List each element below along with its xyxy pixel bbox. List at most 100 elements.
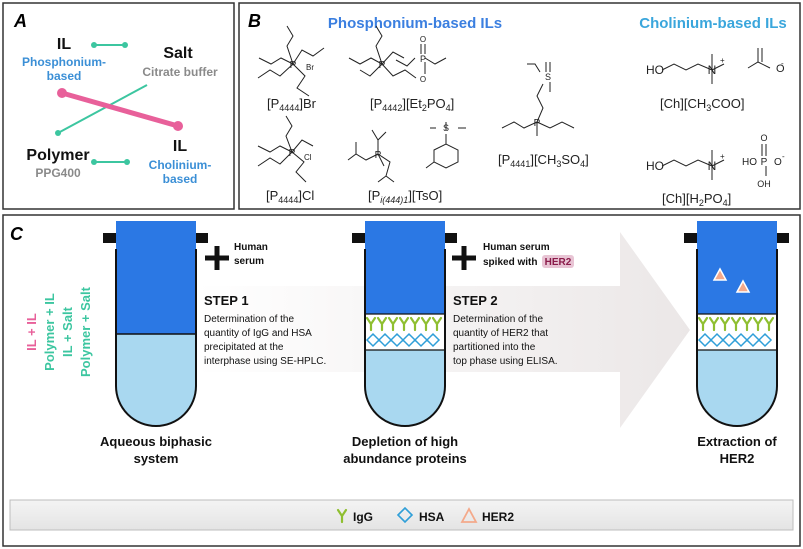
atom-o-3: O — [776, 63, 785, 75]
tube2-caption-line1: Depletion of high — [352, 434, 458, 449]
il-salt-link-end — [122, 42, 128, 48]
label-p4441: [P4441][CH3SO4] — [498, 152, 589, 169]
atom-p-5: P — [289, 148, 296, 159]
legend-hsa: HSA — [419, 510, 445, 524]
charge-n-2: + — [720, 152, 725, 161]
tube3-caption-line2: HER2 — [720, 451, 755, 466]
panel-a: A IL Phosphonium- based Salt Citrate buf… — [2, 2, 235, 210]
tube-2-outline — [364, 249, 446, 427]
structure-p4441 — [501, 62, 575, 136]
panel-a-letter: A — [13, 11, 27, 31]
tube-1-outline — [115, 249, 197, 427]
ppg-label: PPG400 — [35, 166, 81, 180]
her2-icon — [460, 507, 478, 523]
legend-her2: HER2 — [482, 510, 514, 524]
step2-line4: top phase using ELISA. — [453, 356, 558, 367]
atom-cl: Cl — [304, 153, 312, 162]
polymer-label: Polymer — [26, 147, 89, 164]
plus2-line1: Human serum — [483, 242, 550, 253]
tube-1-bottom-phase — [116, 334, 196, 426]
il-top-label: IL — [57, 36, 71, 53]
charge-o-2: - — [782, 152, 785, 161]
tube-1 — [103, 221, 208, 427]
vlabel-polymer-il: Polymer + IL — [42, 293, 57, 371]
vlabel-il-salt: IL + Salt — [60, 306, 75, 357]
step1-line1: Determination of the — [204, 314, 294, 325]
panel-a-frame — [2, 2, 235, 210]
tube-2-bottom-phase — [365, 350, 445, 426]
structure-p4444br — [257, 25, 325, 97]
charge-n-1: + — [720, 56, 725, 65]
tube-3-bottom-phase — [697, 350, 777, 426]
atom-o-1: O — [420, 35, 426, 44]
atom-s: S — [545, 72, 551, 82]
structure-ch-phosphate — [661, 144, 767, 180]
label-p4444br: [P4444]Br — [267, 96, 317, 113]
tube-3-her2-1 — [712, 267, 728, 281]
step1-line4: interphase using SE-HPLC. — [204, 356, 326, 367]
atom-p-6: P — [375, 150, 382, 161]
atom-o-2: O — [420, 75, 426, 84]
il-il-link — [59, 90, 181, 129]
panel-b-letter: B — [248, 11, 261, 31]
charge-o-1: - — [781, 59, 784, 68]
atom-ho-2: HO — [646, 159, 664, 173]
plus2-line2: spiked with — [483, 257, 537, 268]
atom-o-5: O — [774, 157, 782, 168]
step2-title: STEP 2 — [453, 293, 498, 308]
step1-line3: precipitated at the — [204, 342, 284, 353]
il-il-link-start — [57, 88, 67, 98]
tube-3-outline — [696, 249, 778, 427]
tube-3-her2-2 — [735, 279, 751, 293]
vlabel-polymer-salt: Polymer + Salt — [78, 286, 93, 377]
tube-1-top-phase — [116, 221, 196, 334]
plus1-line1: Human — [234, 242, 268, 253]
tube2-caption-line2: abundance proteins — [343, 451, 467, 466]
label-ch-phosphate: [Ch][H2PO4] — [662, 191, 731, 208]
atom-p-7: P — [761, 157, 768, 168]
label-pi444: [Pi(444)1][TsO] — [368, 188, 442, 205]
step1-line2: quantity of IgG and HSA — [204, 328, 312, 339]
legend-igg: IgG — [353, 510, 373, 524]
step2-line1: Determination of the — [453, 314, 543, 325]
structure-ch-acetate — [661, 48, 771, 84]
tube1-caption-line2: system — [134, 451, 179, 466]
atom-p-4: P — [534, 118, 541, 129]
legend-box — [9, 499, 794, 531]
polymer-il-link-start — [91, 159, 97, 165]
her2-badge-bg — [542, 255, 574, 268]
plus-icon-1 — [205, 246, 229, 270]
tube3-caption-line1: Extraction of — [697, 434, 777, 449]
polymer-il-link-end — [124, 159, 130, 165]
tube-2 — [352, 221, 457, 427]
cholinium-label-line1: Cholinium- — [149, 158, 212, 172]
atom-br: Br — [306, 63, 314, 72]
label-p4444cl: [P4444]Cl — [266, 188, 314, 205]
structure-pi444 — [347, 122, 466, 183]
atom-ho-1: HO — [646, 63, 664, 77]
vlabel-il-il: IL + IL — [24, 313, 39, 351]
cholinium-title: Cholinium-based ILs — [639, 15, 787, 32]
polymer-salt-link — [57, 84, 148, 134]
step1-title: STEP 1 — [204, 293, 249, 308]
igg-icon — [336, 508, 348, 524]
atom-p-1: P — [290, 60, 297, 71]
label-ch-acetate: [Ch][CH3COO] — [660, 96, 744, 113]
structure-p4442 — [348, 25, 447, 79]
il-bottom-label: IL — [173, 138, 187, 155]
tube-2-hsa-row — [365, 332, 441, 348]
il-il-link-end — [173, 121, 183, 131]
atom-p-2: P — [379, 60, 386, 71]
atom-ho-3: HO — [742, 157, 757, 168]
panel-c: C IL + IL Polymer + IL IL + Salt Polymer… — [2, 214, 801, 547]
phosphonium-label-line2: based — [47, 69, 82, 83]
atom-s-2: S — [443, 123, 449, 133]
tube-2-top-phase — [365, 221, 445, 314]
panel-b: B Phosphonium-based ILs Cholinium-based … — [238, 2, 801, 210]
citrate-label: Citrate buffer — [142, 65, 218, 79]
atom-o-4: O — [760, 133, 767, 143]
tube-3 — [684, 221, 789, 427]
step2-line2: quantity of HER2 that — [453, 328, 548, 339]
step2-line3: partitioned into the — [453, 342, 536, 353]
label-p4442: [P4442][Et2PO4] — [370, 96, 454, 113]
